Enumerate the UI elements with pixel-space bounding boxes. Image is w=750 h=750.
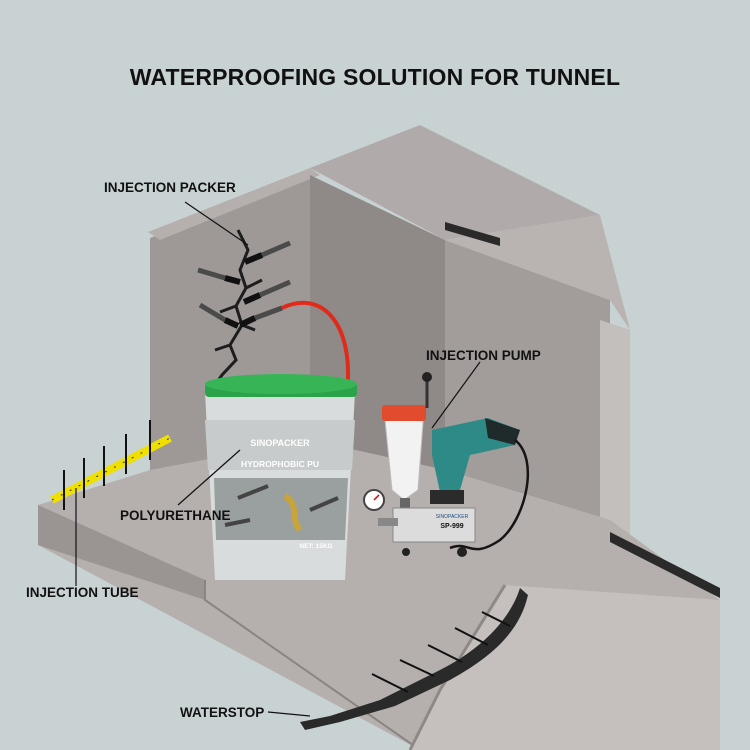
bucket-product: HYDROPHOBIC PU bbox=[241, 459, 319, 469]
diagram-title: WATERPROOFING SOLUTION FOR TUNNEL bbox=[129, 64, 621, 90]
bucket-brand: SINOPACKER bbox=[250, 438, 310, 448]
back-wall-top bbox=[310, 125, 600, 240]
floor-trench bbox=[410, 585, 720, 750]
pump-brand: SINOPACKER bbox=[436, 514, 469, 520]
label-injection-packer: INJECTION PACKER bbox=[104, 180, 236, 195]
bucket-net: NET: 15KG bbox=[299, 543, 332, 550]
label-polyurethane: POLYURETHANE bbox=[120, 508, 231, 523]
right-wall-cap bbox=[445, 215, 630, 330]
waterstop-group bbox=[300, 588, 528, 730]
leader-lines bbox=[75, 201, 481, 717]
label-injection-pump: INJECTION PUMP bbox=[426, 348, 541, 363]
left-wall-top-edge bbox=[148, 168, 320, 240]
right-wall-side bbox=[600, 320, 630, 560]
red-hose bbox=[281, 300, 351, 381]
power-cord bbox=[449, 439, 530, 551]
injection-tube-group bbox=[50, 420, 172, 510]
packer-1 bbox=[243, 240, 291, 265]
leader-polyurethane bbox=[177, 449, 241, 506]
packer-5 bbox=[238, 305, 283, 328]
right-ledge bbox=[610, 532, 720, 598]
pump-model: SP-999 bbox=[440, 523, 463, 530]
floor-joint bbox=[204, 580, 421, 750]
polyurethane-bucket: SINOPACKER HYDROPHOBIC PU NET: 15KG bbox=[205, 374, 357, 580]
top-slot bbox=[445, 222, 500, 246]
trench-edge bbox=[408, 584, 507, 750]
tunnel-structure bbox=[38, 125, 720, 750]
leader-injection-packer bbox=[184, 201, 249, 246]
floor-front-edge bbox=[38, 505, 205, 600]
leader-waterstop bbox=[267, 711, 311, 717]
waterstop bbox=[300, 588, 528, 730]
packer-3 bbox=[242, 279, 291, 305]
crack bbox=[213, 229, 263, 386]
injection-pump: SINOPACKER SP-999 bbox=[363, 372, 530, 557]
leader-injection-pump bbox=[431, 361, 481, 429]
packer-2 bbox=[197, 267, 241, 285]
crack-group bbox=[197, 229, 351, 386]
label-injection-tube: INJECTION TUBE bbox=[26, 585, 139, 600]
packer-4 bbox=[198, 302, 240, 329]
tube-anchors bbox=[63, 420, 151, 510]
label-waterstop: WATERSTOP bbox=[180, 705, 265, 720]
waterstop-bars bbox=[371, 611, 511, 693]
